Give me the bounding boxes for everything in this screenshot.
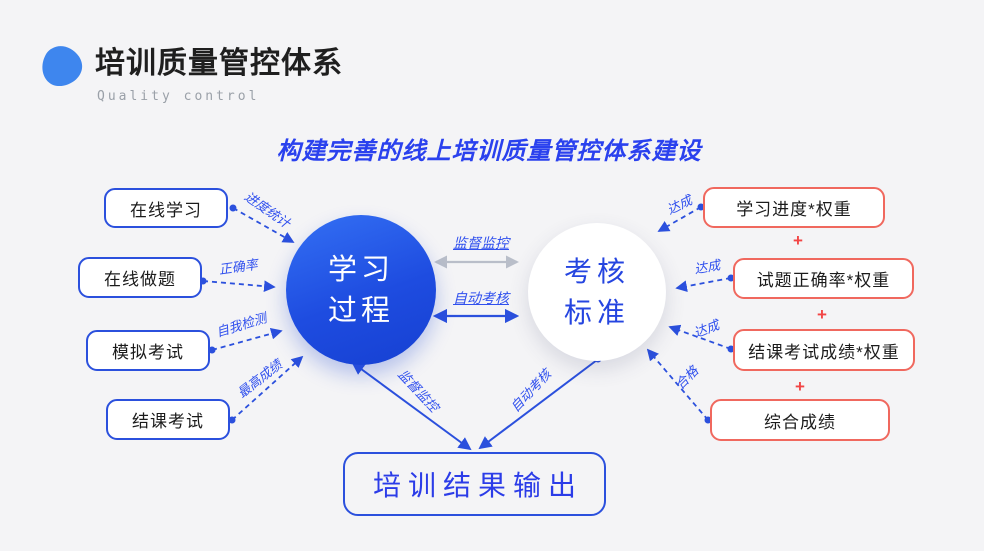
circle-assessment-standard: 考核 标准 [528, 223, 666, 361]
arrow-label-self-check: 自我检测 [214, 310, 269, 340]
node-final-exam: 结课考试 [106, 399, 230, 440]
circle-assessment-standard-line2: 标准 [563, 296, 630, 329]
arrow-label-auto-assessment-to-output: 自动考核 [507, 366, 554, 415]
arrow-label-qualified: 合格 [672, 363, 702, 393]
node-online-exercise: 在线做题 [78, 257, 202, 298]
node-progress-weight: 学习进度*权重 [703, 187, 885, 228]
arrow-label-supervision-to-output: 监督监控 [395, 366, 442, 415]
node-accuracy-weight: 试题正确率*权重 [733, 258, 914, 299]
plus-sign-2: + [817, 305, 827, 324]
arrow-label-highest-score: 最高成绩 [234, 356, 285, 401]
arrow-label-progress-stats: 进度统计 [241, 188, 294, 231]
page-title: 培训质量管控体系 [95, 47, 343, 80]
node-training-result-output: 培训结果输出 [343, 452, 606, 516]
blob-icon [42, 46, 83, 87]
arrow-accuracy-weight-to-standard [675, 277, 732, 292]
arrow-label-achieved-2: 达成 [693, 257, 722, 277]
plus-sign-1: + [793, 231, 803, 250]
plus-sign-3: + [795, 377, 805, 396]
circle-assessment-standard-line1: 考核 [563, 255, 630, 288]
arrow-label-achieved-1: 达成 [664, 192, 695, 218]
arrow-label-auto-assessment: 自动考核 [453, 290, 509, 306]
node-mock-exam: 模拟考试 [86, 330, 210, 371]
arrow-online-exercise-to-process [202, 280, 276, 292]
arrow-label-achieved-3: 达成 [691, 317, 722, 341]
node-online-learning: 在线学习 [104, 188, 228, 228]
section-heading: 构建完善的线上培训质量管控体系建设 [276, 138, 702, 165]
node-overall-score: 综合成绩 [710, 399, 890, 441]
circle-learning-process-line1: 学习 [327, 252, 394, 286]
arrow-label-accuracy-rate: 正确率 [217, 256, 259, 278]
arrow-label-supervision: 监督监控 [453, 235, 509, 251]
node-final-score-weight: 结课考试成绩*权重 [733, 329, 915, 371]
page-subtitle: Quality control [97, 89, 260, 104]
circle-learning-process: 学习 过程 [286, 215, 436, 365]
circle-learning-process-line2: 过程 [327, 293, 394, 327]
